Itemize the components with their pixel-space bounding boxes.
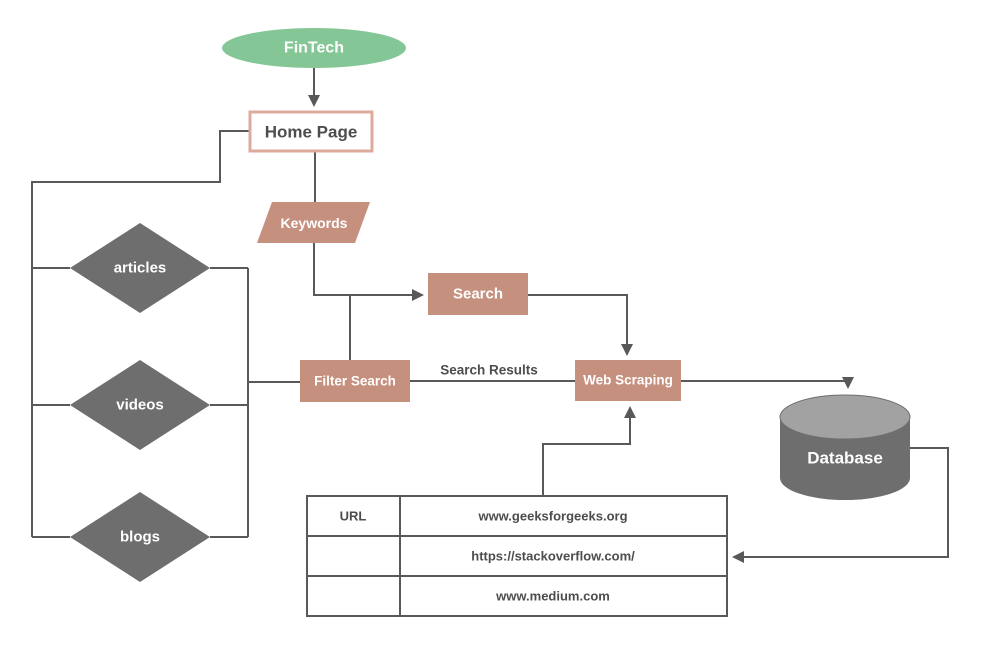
articles-label: articles [114, 260, 167, 277]
connector-table-webscraping [542, 406, 636, 496]
videos-diamond [70, 360, 210, 450]
connector-webscraping-database [681, 377, 854, 389]
url-table-header-cell: URL [340, 509, 367, 524]
connector-database-table [732, 447, 949, 563]
search-node [428, 273, 528, 315]
database-cylinder-body [780, 417, 910, 500]
filter-search-label: Filter Search [314, 374, 396, 389]
fintech-label: FinTech [284, 40, 344, 57]
web-scraping-label: Web Scraping [583, 373, 673, 388]
home-page-label: Home Page [265, 123, 358, 142]
connector-keywords-search [313, 243, 424, 301]
search-label: Search [453, 286, 503, 303]
search-results-label: Search Results [440, 363, 538, 378]
database-node: Database [779, 394, 911, 500]
url-table-border [306, 495, 728, 617]
fintech-node [222, 28, 406, 68]
keywords-node [257, 202, 370, 243]
url-table: URL www.geeksforgeeks.org https://stacko… [306, 495, 728, 617]
connector-search-webscraping [528, 294, 633, 356]
videos-label: videos [116, 397, 164, 414]
url-table-cell-medium: www.medium.com [495, 589, 610, 604]
connector-homepage-left-rail [31, 130, 250, 537]
database-cylinder-top [779, 394, 911, 440]
filter-search-node [300, 360, 410, 402]
home-page-node [248, 110, 374, 153]
database-label: Database [807, 449, 883, 468]
url-table-cell-geeksforgeeks: www.geeksforgeeks.org [477, 509, 627, 524]
url-table-cell-stackoverflow: https://stackoverflow.com/ [471, 549, 635, 564]
blogs-diamond [70, 492, 210, 582]
web-scraping-node [575, 360, 681, 401]
articles-diamond [70, 223, 210, 313]
blogs-label: blogs [120, 529, 160, 546]
keywords-label: Keywords [281, 215, 348, 231]
